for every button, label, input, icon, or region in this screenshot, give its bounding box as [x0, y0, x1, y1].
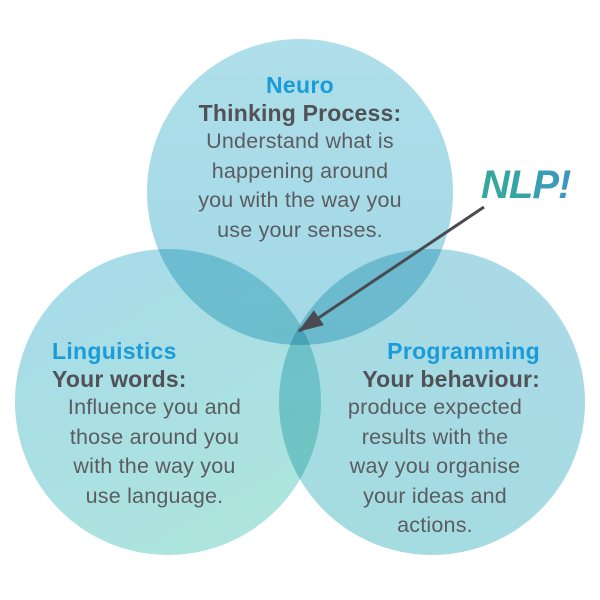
neuro-text-block: Neuro Thinking Process: Understand what …: [170, 72, 430, 245]
neuro-subtitle: Thinking Process:: [198, 100, 402, 126]
programming-title: Programming: [387, 338, 540, 364]
linguistics-text-block: Linguistics Your words: Influence you an…: [52, 338, 257, 511]
linguistics-circle: [15, 249, 321, 555]
programming-text-block: Programming Your behaviour: produce expe…: [330, 338, 540, 541]
programming-subtitle: Your behaviour:: [362, 366, 540, 392]
linguistics-subtitle: Your words:: [52, 366, 187, 392]
nlp-label: NLP!: [481, 163, 596, 207]
programming-description: produce expected results with the way yo…: [347, 395, 523, 537]
neuro-description: Understand what is happening around you …: [198, 129, 402, 242]
linguistics-description: Influence you and those around you with …: [67, 395, 242, 508]
neuro-title: Neuro: [266, 72, 334, 98]
linguistics-title: Linguistics: [52, 338, 177, 364]
